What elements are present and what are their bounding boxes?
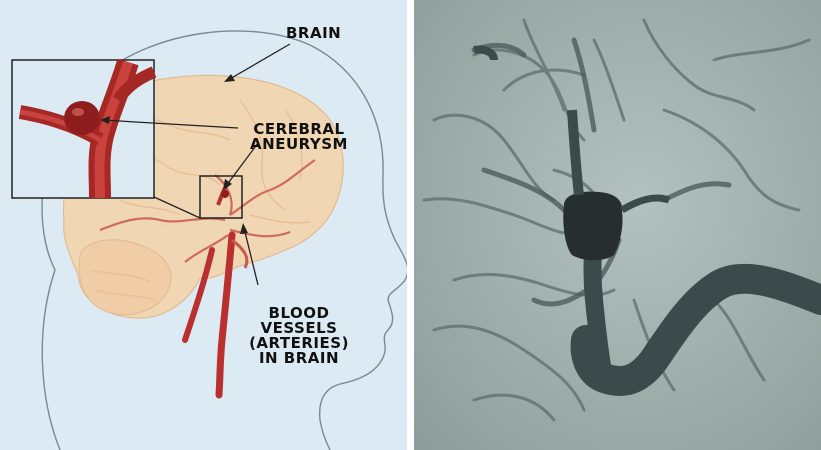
illustration-panel: BRAIN CEREBRAL ANEURYSM BLOOD VESSELS (A… [0, 0, 407, 450]
label-blood-vessels: BLOOD VESSELS (ARTERIES) IN BRAIN [240, 306, 358, 366]
aneurysm [563, 192, 622, 261]
label-vessels-line4: IN BRAIN [240, 351, 358, 366]
angiogram-panel [414, 0, 821, 450]
label-brain: BRAIN [286, 26, 341, 41]
divider [407, 0, 414, 450]
angiogram-image [414, 0, 821, 450]
label-cerebral-line2: ANEURYSM [236, 137, 362, 152]
head-illustration [0, 0, 407, 450]
label-cerebral-aneurysm: CEREBRAL ANEURYSM [236, 122, 362, 152]
